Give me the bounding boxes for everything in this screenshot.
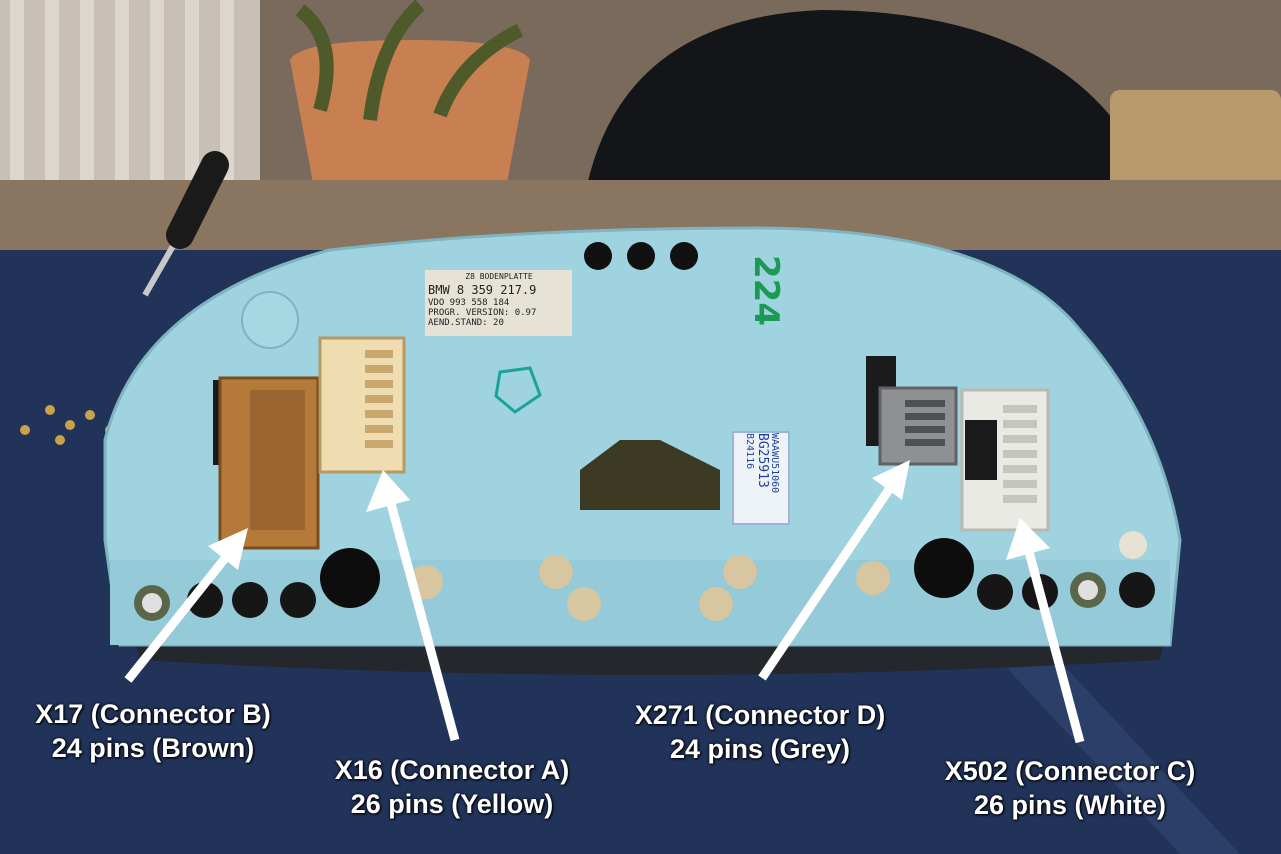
barcode-label xyxy=(732,431,790,525)
sticker-header: Z8 BODENPLATTE xyxy=(465,272,533,281)
barcode-line-2: BG25913 xyxy=(755,433,770,488)
caption-x17-detail: 24 pins (Brown) xyxy=(51,733,255,763)
cluster-housing xyxy=(103,226,1182,647)
connector-a-yellow xyxy=(318,336,406,474)
round-boss xyxy=(241,291,299,349)
inspection-stamp xyxy=(494,366,542,414)
housing-lower-rim xyxy=(110,560,1170,645)
connector-c-latch xyxy=(965,420,997,480)
arrow-x17 xyxy=(124,528,248,683)
center-cutout xyxy=(580,440,720,510)
arrow-x502 xyxy=(1006,518,1085,744)
caption-x16-title: X16 (Connector A) xyxy=(334,755,570,785)
caption-x271-detail: 24 pins (Grey) xyxy=(669,734,851,764)
part-sticker xyxy=(425,270,572,336)
connector-b-slot xyxy=(250,390,305,530)
caption-x271-title: X271 (Connector D) xyxy=(634,700,886,730)
caption-x271: X271 (Connector D) 24 pins (Grey) xyxy=(610,698,910,766)
bulb-sockets xyxy=(134,531,1155,621)
caption-x17-title: X17 (Connector B) xyxy=(35,699,271,729)
caption-x502-title: X502 (Connector C) xyxy=(944,756,1196,786)
sticker-vdo-number: VDO 993 558 184 xyxy=(428,298,510,308)
cloth-fold xyxy=(990,640,1240,854)
sticker-version: PROGR. VERSION: 0.97 xyxy=(428,308,537,318)
sticker-part-number: BMW 8 359 217.9 xyxy=(428,283,537,297)
screwdriver-handle xyxy=(166,151,229,249)
arrow-x271 xyxy=(758,460,910,681)
plant xyxy=(295,0,524,121)
caption-x17: X17 (Connector B) 24 pins (Brown) xyxy=(8,697,298,765)
caption-x16: X16 (Connector A) 26 pins (Yellow) xyxy=(307,753,597,821)
barcode-line-1: WAAWU51060 xyxy=(769,433,780,494)
arrow-x16 xyxy=(366,470,460,742)
caption-x502: X502 (Connector C) 26 pins (White) xyxy=(918,754,1222,822)
caption-x502-detail: 26 pins (White) xyxy=(973,790,1166,820)
sticker-revision: AEND.STAND: 20 xyxy=(428,318,504,328)
part-sticker-text: Z8 BODENPLATTE BMW 8 359 217.9 VDO 993 5… xyxy=(428,272,570,328)
barcode-label-text: WAAWU51060 BG25913 B24116 xyxy=(744,433,780,513)
barcode-line-3: B24116 xyxy=(744,433,755,470)
handwritten-number: 224 xyxy=(746,255,786,326)
caption-x16-detail: 26 pins (Yellow) xyxy=(350,789,554,819)
